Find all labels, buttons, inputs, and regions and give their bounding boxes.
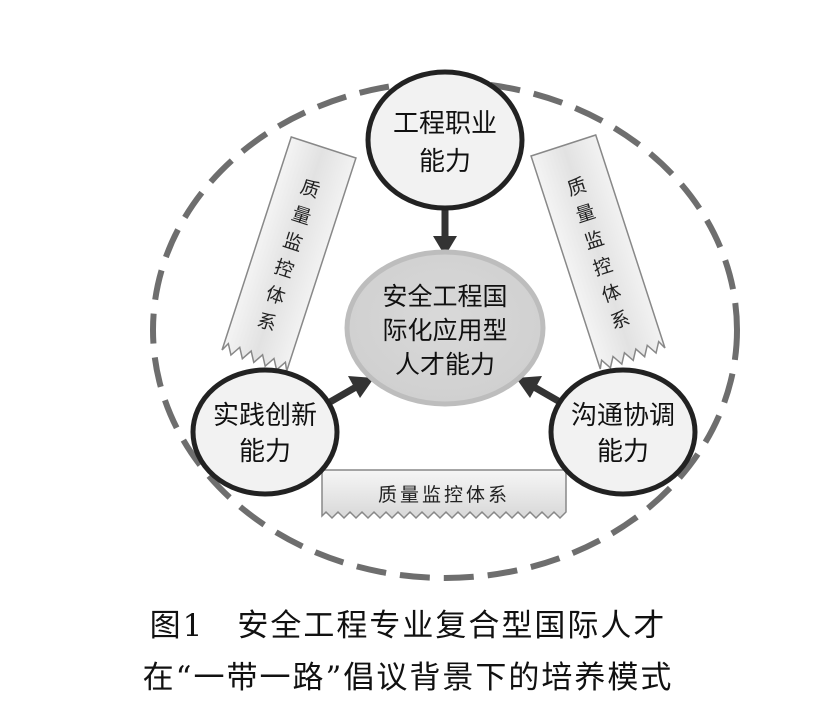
bottom-banner-label: 质量监控体系 <box>378 484 510 506</box>
communication-coordination-ability-node: 沟通协调 能力 <box>548 367 698 497</box>
arrow-right-to-center <box>516 376 562 406</box>
right-node-line-2: 能力 <box>597 437 649 467</box>
figure-caption-line-1: 图1 安全工程专业复合型国际人才 <box>149 608 667 644</box>
left-quality-banner: 质 量 监 控 体 系 <box>221 136 357 372</box>
center-line-3: 人才能力 <box>395 350 495 379</box>
top-node-line-1: 工程职业 <box>393 109 497 139</box>
outer-dashed-boundary <box>150 79 740 581</box>
right-node-line-1: 沟通协调 <box>571 401 675 431</box>
top-node-line-2: 能力 <box>419 147 471 177</box>
center-talent-ability-node: 安全工程国 际化应用型 人才能力 <box>344 249 546 407</box>
right-quality-banner: 质 量 监 控 体 系 <box>530 134 666 370</box>
engineering-professional-ability-node: 工程职业 能力 <box>365 69 525 211</box>
left-node-line-2: 能力 <box>239 437 291 467</box>
arrow-left-to-center <box>328 376 374 406</box>
left-node-line-1: 实践创新 <box>213 401 317 431</box>
figure-caption-line-2: 在“一带一路”倡议背景下的培养模式 <box>142 660 674 696</box>
center-line-1: 安全工程国 <box>382 282 507 311</box>
training-model-diagram: 质 量 监 控 体 系 质 量 监 控 体 系 质量监控体系 安全工程国 际化应… <box>150 69 740 581</box>
practice-innovation-ability-node: 实践创新 能力 <box>190 367 340 497</box>
bottom-quality-banner: 质量监控体系 <box>321 469 567 520</box>
center-line-2: 际化应用型 <box>382 316 507 345</box>
